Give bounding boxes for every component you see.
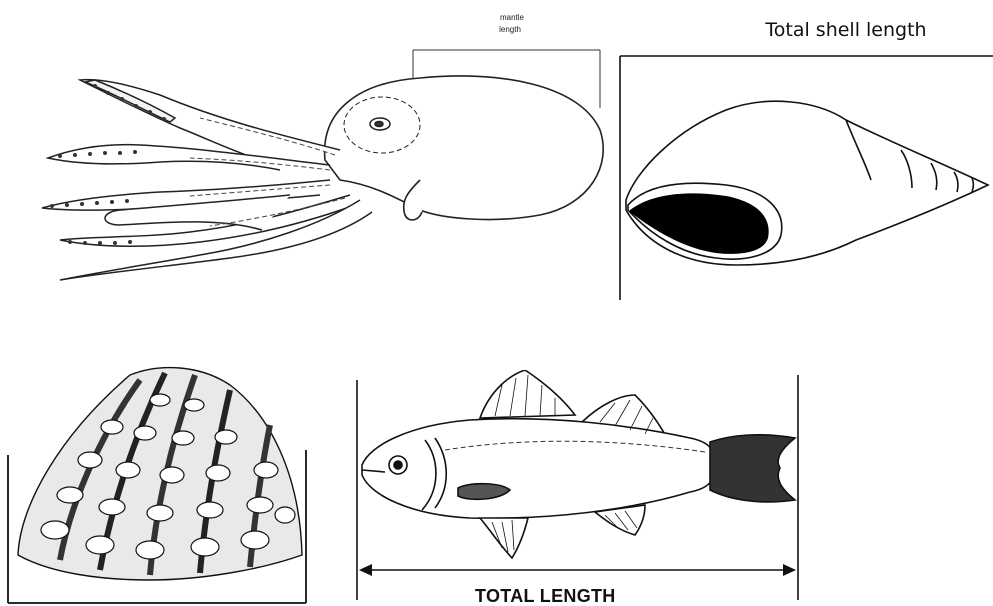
shell-illustration: Total shell length [616, 0, 993, 300]
mantle-label-line1: mantle [500, 13, 525, 22]
fish-length-label: TOTAL LENGTH [475, 586, 616, 606]
octopus-panel: mantle length [0, 0, 615, 300]
octopus-mantle [325, 76, 604, 220]
shell-panel: Total shell length [616, 0, 993, 300]
fish-panel: TOTAL LENGTH [350, 370, 810, 606]
fish-illustration: TOTAL LENGTH [350, 370, 810, 606]
clam-shell [18, 368, 302, 580]
clam-illustration [0, 355, 320, 606]
octopus-illustration: mantle length [0, 0, 615, 300]
octopus-arms [42, 80, 372, 280]
mantle-label-line2: length [499, 25, 521, 34]
clam-panel [0, 355, 320, 606]
fish-body [362, 370, 795, 558]
shell-label: Total shell length [764, 19, 926, 41]
